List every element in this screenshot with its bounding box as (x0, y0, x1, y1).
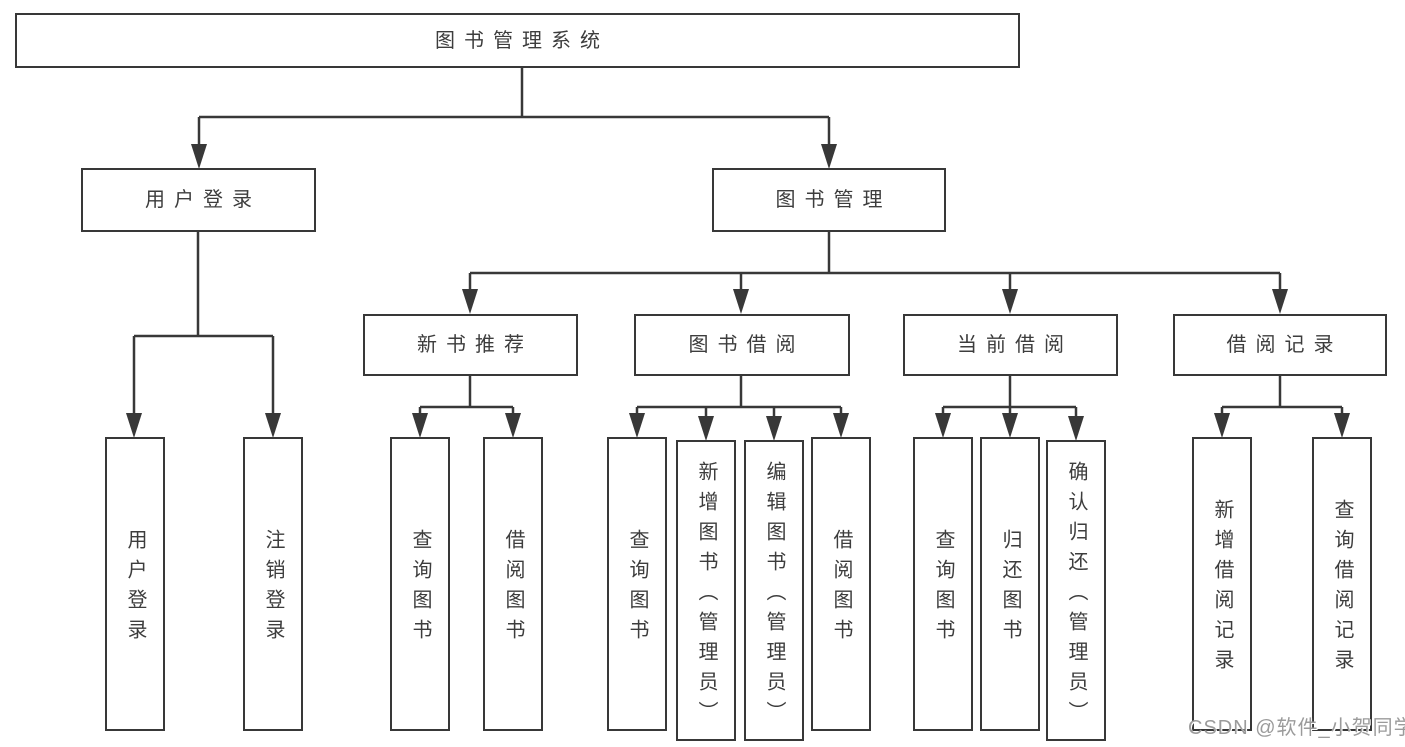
leaf-query-book-current: 查询图书 (913, 437, 973, 731)
leaf-edit-book-admin: 编辑图书（管理员） (744, 440, 804, 741)
leaf-return-book: 归还图书 (980, 437, 1040, 731)
node-book-borrow: 图书借阅 (634, 314, 850, 376)
node-root: 图书管理系统 (15, 13, 1020, 68)
leaf-borrow-book: 借阅图书 (811, 437, 871, 731)
node-book-management: 图书管理 (712, 168, 946, 232)
leaf-user-login: 用户登录 (105, 437, 165, 731)
leaf-borrow-book-recommend: 借阅图书 (483, 437, 543, 731)
watermark: CSDN @软件_小贺同学 (1188, 717, 1405, 739)
leaf-query-book-borrow: 查询图书 (607, 437, 667, 731)
node-new-book-recommend: 新书推荐 (363, 314, 578, 376)
leaf-query-book-recommend: 查询图书 (390, 437, 450, 731)
node-user-login: 用户登录 (81, 168, 316, 232)
leaf-logout: 注销登录 (243, 437, 303, 731)
leaf-add-borrow-record: 新增借阅记录 (1192, 437, 1252, 731)
node-borrow-records: 借阅记录 (1173, 314, 1387, 376)
node-current-borrow: 当前借阅 (903, 314, 1118, 376)
leaf-query-borrow-record: 查询借阅记录 (1312, 437, 1372, 731)
leaf-confirm-return-admin: 确认归还（管理员） (1046, 440, 1106, 741)
leaf-add-book-admin: 新增图书（管理员） (676, 440, 736, 741)
